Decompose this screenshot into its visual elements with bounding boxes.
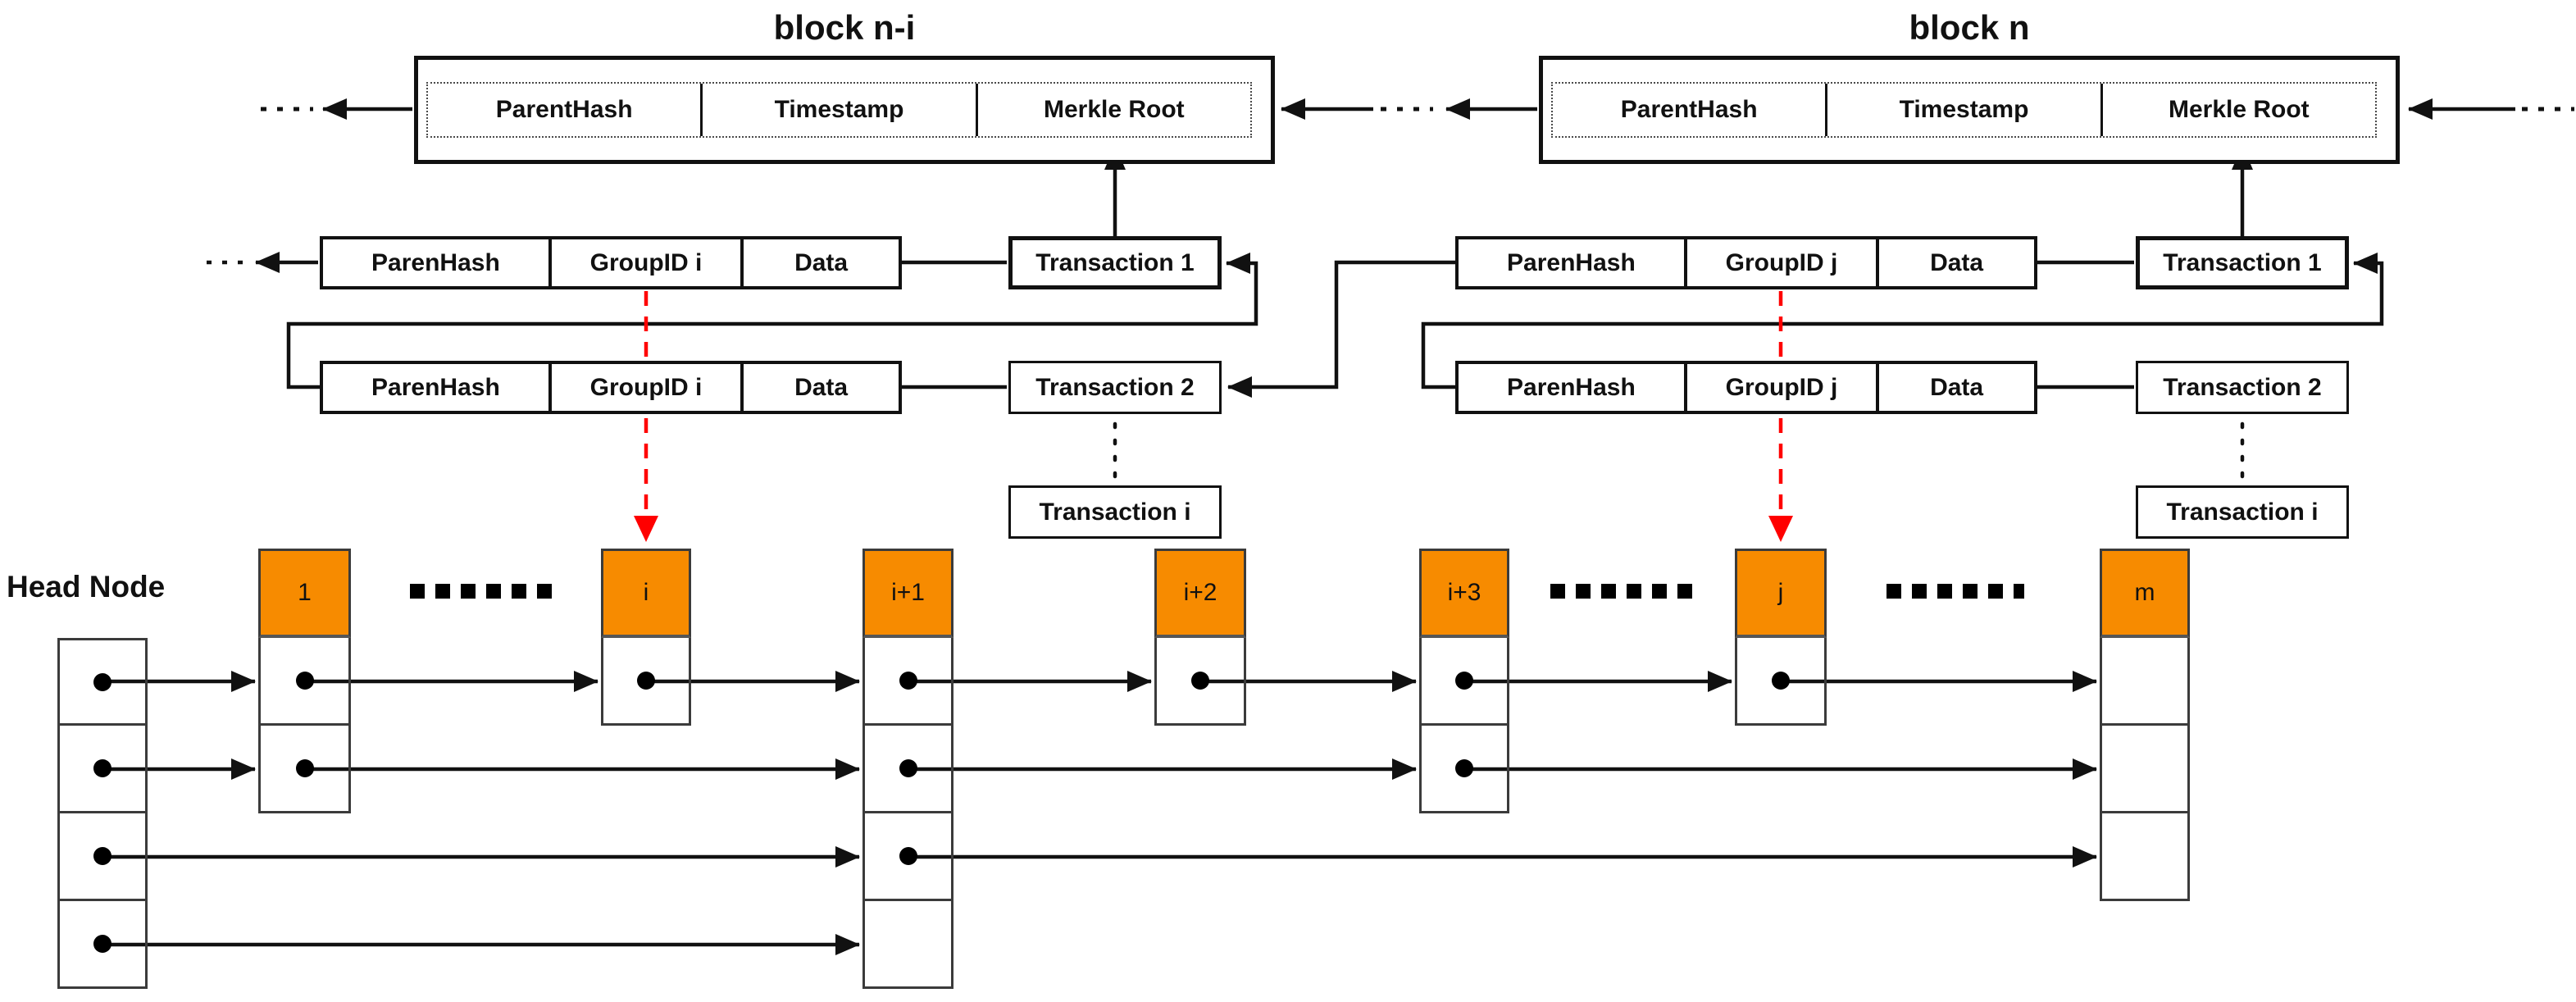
pointer-dot [93,759,112,777]
groupid-mapping-arrows [634,291,1793,542]
block-title-right: block n [1909,8,2030,47]
pointer-dot [899,672,917,690]
node-header: i+3 [1419,549,1509,638]
block-right-header-row: ParentHash Timestamp Merkle Root [1551,82,2377,138]
ellipsis-dots [1550,584,1692,599]
pointer-dot [93,672,112,691]
parenthash-cell: ParentHash [1620,96,1758,123]
skiplist-arrows [102,671,2097,955]
pointer-cell [862,901,953,989]
groupid-cell: GroupID j [1683,239,1876,286]
parenhash-cell: ParenHash [1507,373,1636,401]
pointer-dot [93,935,112,953]
pointer-cell [2100,726,2190,813]
pointer-cell [258,726,351,813]
pointer-dot [637,672,655,690]
pointer-dot [1191,672,1209,690]
tx-record-right-2: ParenHash GroupID j Data [1455,361,2037,414]
skiplist-head-column [57,638,148,989]
pointer-dot [93,847,112,865]
transaction-i-left: Transaction i [1008,485,1222,539]
skiplist-node-j: j [1735,549,1827,726]
pointer-dot [1455,759,1473,777]
pointer-dot [1772,672,1790,690]
pointer-cell [601,638,691,726]
skiplist-node-i: i [601,549,691,726]
pointer-cell [862,638,953,726]
transaction-2-left: Transaction 2 [1008,361,1222,414]
pointer-cell [57,726,148,813]
node-header: j [1735,549,1827,638]
transaction-2-right: Transaction 2 [2136,361,2349,414]
pointer-cell [57,813,148,901]
pointer-dot [899,759,917,777]
pointer-cell [862,813,953,901]
data-cell: Data [1876,239,2034,286]
tx-chain-connectors [207,252,2384,480]
groupid-cell: GroupID j [1683,364,1876,411]
block-left-header-row: ParentHash Timestamp Merkle Root [426,82,1252,138]
skiplist-node-i3: i+3 [1419,549,1509,813]
pointer-cell [57,638,148,726]
node-header: m [2100,549,2190,638]
pointer-cell [57,901,148,989]
tx-record-left-1: ParenHash GroupID i Data [320,236,902,289]
pointer-cell [862,726,953,813]
pointer-cell [2100,638,2190,726]
pointer-dot [295,759,314,777]
pointer-dot [1455,672,1473,690]
data-cell: Data [740,364,899,411]
skiplist-node-m: m [2100,549,2190,901]
pointer-dot [899,847,917,865]
node-header: i [601,549,691,638]
tx-record-left-2: ParenHash GroupID i Data [320,361,902,414]
ellipsis-dots [1886,584,2024,599]
ellipsis-dots [410,584,552,599]
pointer-cell [258,638,351,726]
data-cell: Data [740,239,899,286]
parenhash-cell: ParenHash [1507,248,1636,276]
skiplist-node-1: 1 [258,549,351,813]
pointer-cell [1154,638,1246,726]
node-header: i+2 [1154,549,1246,638]
head-node-label: Head Node [7,570,166,603]
parenhash-cell: ParenHash [371,373,500,401]
tx-record-right-1: ParenHash GroupID j Data [1455,236,2037,289]
parenhash-cell: ParenHash [371,248,500,276]
block-title-left: block n-i [773,8,916,47]
data-cell: Data [1876,364,2034,411]
transaction-1-right: Transaction 1 [2136,236,2349,289]
merkle-root-cell: Merkle Root [2100,84,2375,136]
skiplist-node-i1: i+1 [862,549,953,989]
skiplist-node-i2: i+2 [1154,549,1246,726]
pointer-cell [1419,726,1509,813]
pointer-dot [295,672,314,690]
transaction-1-left: Transaction 1 [1008,236,1222,289]
timestamp-cell: Timestamp [700,84,975,136]
merkle-root-cell: Merkle Root [975,84,1250,136]
timestamp-cell: Timestamp [1825,84,2100,136]
groupid-cell: GroupID i [548,364,740,411]
transaction-i-right: Transaction i [2136,485,2349,539]
pointer-cell [1735,638,1827,726]
groupid-cell: GroupID i [548,239,740,286]
parenthash-cell: ParentHash [495,96,633,123]
node-header: i+1 [862,549,953,638]
node-header: 1 [258,549,351,638]
pointer-cell [2100,813,2190,901]
pointer-cell [1419,638,1509,726]
